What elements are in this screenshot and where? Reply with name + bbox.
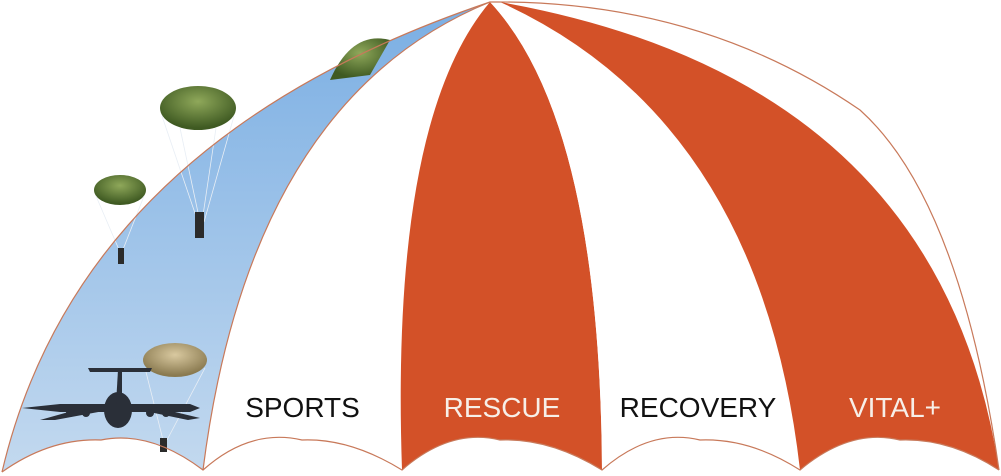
gore-rescue-fill — [400, 2, 602, 470]
parachute-icon — [160, 86, 236, 238]
segment-label-recovery: RECOVERY — [619, 392, 777, 423]
gore-vital-fill — [500, 2, 999, 470]
parachute-icon — [330, 38, 390, 80]
gore-sports-fill — [203, 2, 490, 470]
gore-recovery-fill — [490, 2, 800, 470]
sky-background — [2, 2, 490, 472]
aircraft-icon — [22, 368, 200, 428]
canopy-gores — [203, 2, 999, 470]
parachute-icon — [94, 175, 146, 264]
photo-panel — [2, 2, 490, 472]
segment-label-sports: SPORTS — [245, 392, 360, 423]
segment-label-vital: VITAL+ — [848, 392, 942, 423]
segment-label-rescue: RESCUE — [443, 392, 561, 423]
